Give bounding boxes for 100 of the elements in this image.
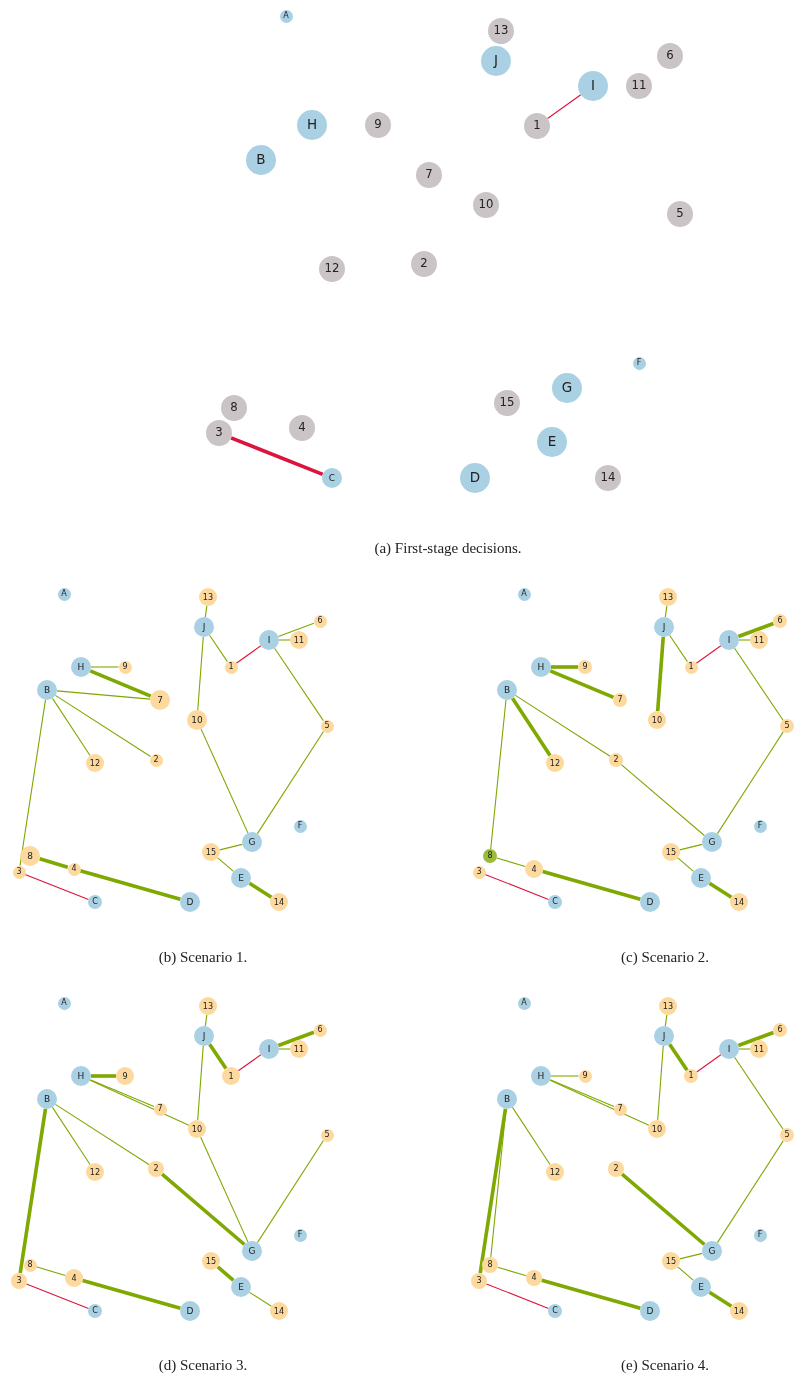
graph-node: 3 <box>472 865 486 879</box>
graph-node: 15 <box>662 1252 680 1270</box>
graph-node: 6 <box>773 1023 787 1037</box>
connector-line <box>204 605 208 618</box>
connector-line <box>51 1106 91 1166</box>
graph-node: 6 <box>313 1023 327 1037</box>
connector-line <box>89 1079 155 1108</box>
thick-connector-line <box>82 1278 181 1310</box>
graph-node: D <box>640 1301 660 1321</box>
thick-connector-line <box>18 1108 48 1274</box>
graph-node: 4 <box>525 860 543 878</box>
connector-line <box>217 857 234 872</box>
graph-node: 14 <box>270 893 288 911</box>
connector-line <box>664 605 668 618</box>
connector-line <box>89 1079 190 1126</box>
graph-node: 1 <box>524 113 550 139</box>
graph-node: 7 <box>613 1102 627 1116</box>
connector-line <box>549 1079 615 1108</box>
connector-line <box>620 764 705 837</box>
graph-node: 12 <box>319 256 345 282</box>
thick-connector-line <box>737 1030 775 1048</box>
connector-line <box>277 622 315 638</box>
thick-connector-line <box>79 869 181 901</box>
connector-line <box>197 1045 204 1121</box>
graph-node: J <box>194 617 214 637</box>
graph-node: 9 <box>365 112 391 138</box>
graph-node: 6 <box>657 43 683 69</box>
connector-line <box>738 639 751 641</box>
graph-node: D <box>460 463 490 493</box>
connector-line <box>677 857 694 872</box>
graph-node: 8 <box>23 1258 37 1272</box>
connector-line <box>669 634 688 663</box>
connector-line <box>219 843 243 851</box>
thick-connector-line <box>620 1172 706 1246</box>
graph-node: 4 <box>289 415 315 441</box>
graph-node: 8 <box>221 395 247 421</box>
graph-node: H <box>531 657 551 677</box>
connector-line <box>200 1136 249 1243</box>
graph-node: F <box>753 1228 767 1242</box>
graph-node: G <box>702 832 722 852</box>
graph-node: F <box>632 356 646 370</box>
thick-connector-line <box>89 669 152 698</box>
thick-connector-line <box>551 665 578 669</box>
graph-node: B <box>497 1089 517 1109</box>
graph-node: 3 <box>471 1273 487 1289</box>
connector-line <box>274 647 324 722</box>
connector-line <box>511 1106 551 1166</box>
graph-node: 11 <box>290 1040 308 1058</box>
connector-line <box>25 1283 90 1309</box>
graph-node: E <box>691 1277 711 1297</box>
connector-line <box>490 1108 507 1258</box>
connector-line <box>679 843 703 851</box>
graph-node: 2 <box>609 753 623 767</box>
connector-line <box>485 1283 550 1309</box>
connector-line <box>679 1252 703 1260</box>
connector-line <box>237 1054 262 1072</box>
graph-node: A <box>57 587 71 601</box>
graph-node: 10 <box>187 710 207 730</box>
graph-node: 12 <box>86 1163 104 1181</box>
graph-node: H <box>71 657 91 677</box>
graph-node: 2 <box>148 1161 164 1177</box>
thick-connector-line <box>549 669 615 699</box>
graph-node: 8 <box>20 846 40 866</box>
connector-line <box>54 694 152 758</box>
graph-node: 9 <box>116 1067 134 1085</box>
graph-node: 9 <box>118 660 132 674</box>
graph-node: 10 <box>648 1120 666 1138</box>
graph-node: 7 <box>613 693 627 707</box>
connector-line <box>235 645 262 664</box>
graph-node: 4 <box>526 1270 542 1286</box>
connector-line <box>695 645 722 664</box>
graph-node: 7 <box>153 1102 167 1116</box>
graph-node: 3 <box>206 420 232 446</box>
thick-connector-line <box>541 1278 641 1310</box>
connector-line <box>549 1079 650 1126</box>
graph-node: 7 <box>416 162 442 188</box>
graph-node: 10 <box>188 1120 206 1138</box>
figure-caption: (b) Scenario 1. <box>158 949 248 966</box>
graph-node: C <box>548 895 562 909</box>
connector-line <box>677 1266 694 1281</box>
graph-node: 6 <box>773 614 787 628</box>
graph-node: 6 <box>313 614 327 628</box>
graph-node: H <box>531 1066 551 1086</box>
graph-node: 11 <box>290 631 308 649</box>
graph-node: 1 <box>684 1069 698 1083</box>
graph-node: G <box>242 832 262 852</box>
graph-node: G <box>552 373 582 403</box>
thick-connector-line <box>230 436 324 476</box>
connector-line <box>278 1048 291 1050</box>
graph-node: G <box>242 1241 262 1261</box>
graph-node: G <box>702 1241 722 1261</box>
thick-connector-line <box>208 1043 228 1070</box>
connector-line <box>734 1056 784 1130</box>
graph-node: 5 <box>667 201 693 227</box>
graph-node: C <box>88 1304 102 1318</box>
graph-node: 1 <box>222 1067 240 1085</box>
thick-connector-line <box>655 636 666 712</box>
graph-node: 14 <box>270 1302 288 1320</box>
graph-node: H <box>297 110 327 140</box>
connector-line <box>497 1266 527 1277</box>
